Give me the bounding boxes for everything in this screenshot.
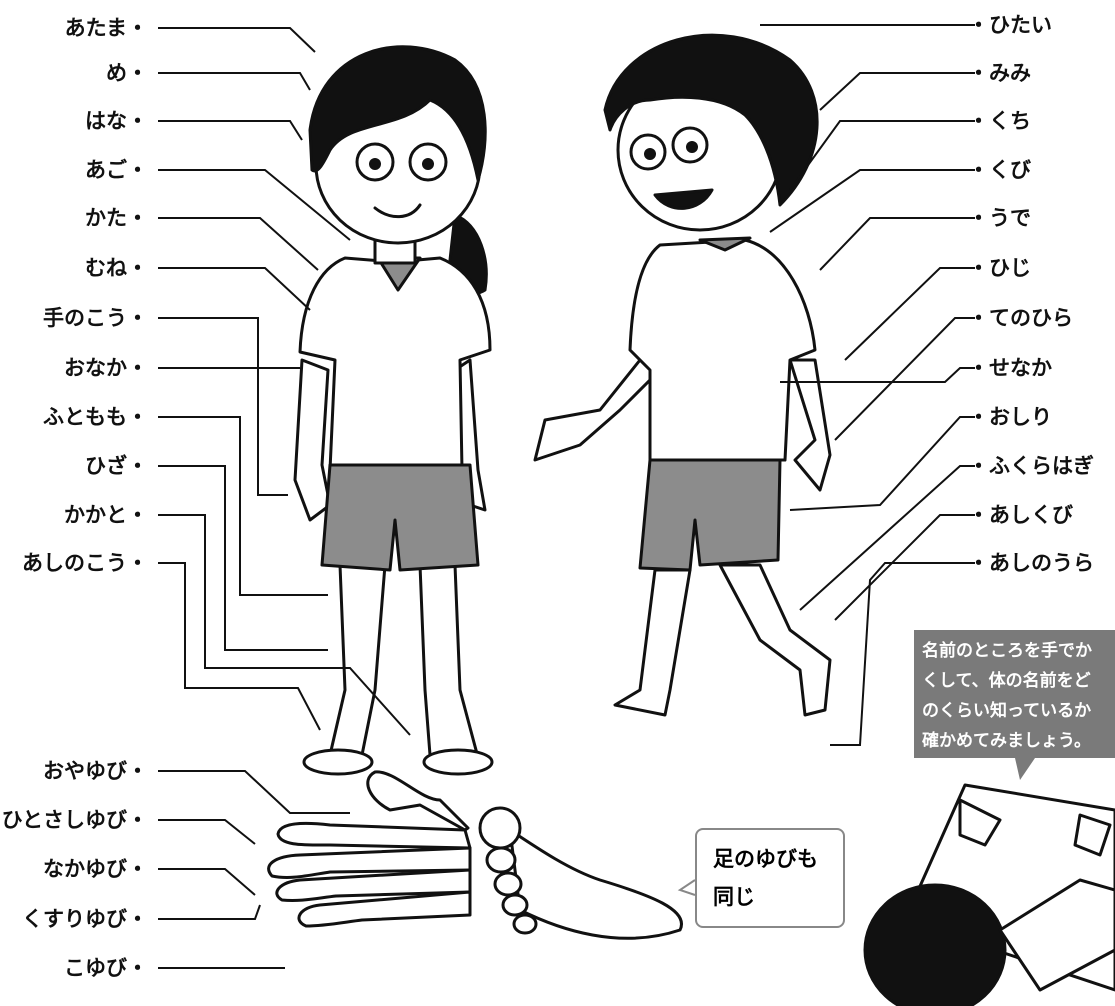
label-hiza: ひざ (85, 453, 148, 479)
right-leader-lines (760, 24, 975, 746)
label-ashi-no-ura: あしのうら (968, 550, 1094, 576)
label-hitosashiyubi: ひとさしゆび (2, 807, 148, 833)
label-fukurahagi: ふくらはぎ (968, 453, 1094, 479)
label-me: め (106, 60, 148, 86)
label-kuchi: くち (968, 108, 1031, 134)
label-te-no-kou: 手のこう (43, 305, 148, 331)
left-leader-lines (158, 27, 411, 736)
label-kata: かた (85, 205, 148, 231)
label-kubi: くび (968, 157, 1031, 183)
label-mune: むね (85, 255, 148, 281)
label-ago: あご (85, 157, 148, 183)
note-line: くして、体の名前をど (922, 671, 1091, 691)
child-studying-figure (863, 783, 1115, 1006)
label-hiji: ひじ (968, 255, 1031, 281)
label-onaka: おなか (64, 355, 148, 381)
label-mimi: みみ (968, 60, 1031, 86)
hand-figure (267, 770, 472, 928)
note-line: 名前のところを手でか (922, 641, 1092, 661)
foot-figure (478, 806, 684, 940)
note-line: 確かめてみましょう。 (922, 731, 1091, 751)
instruction-note: 名前のところを手でか くして、体の名前をど のくらい知っているか 確かめてみまし… (914, 630, 1115, 758)
label-nakayubi: なかゆび (43, 856, 148, 882)
label-oyayubi: おやゆび (43, 758, 148, 784)
label-atama: あたま (65, 15, 148, 41)
label-tenohira: てのひら (968, 305, 1073, 331)
boy-figure (533, 33, 832, 717)
bubble-line: 足のゆびも (713, 847, 818, 871)
label-hana: はな (85, 108, 148, 134)
label-kusuriyubi: くすりゆび (22, 906, 148, 932)
label-kakato: かかと (64, 502, 148, 528)
label-ashikubi: あしくび (968, 502, 1073, 528)
girl-figure (293, 45, 494, 776)
label-ude: うで (968, 205, 1031, 231)
toes-speech-bubble: 足のゆびも 同じ (695, 828, 845, 928)
label-hitai: ひたい (968, 12, 1052, 38)
label-oshiri: おしり (968, 404, 1052, 430)
label-koyubi: こゆび (64, 955, 148, 981)
label-ashi-no-kou: あしのこう (22, 550, 148, 576)
hand-leader-lines (158, 770, 350, 969)
label-futomomo: ふともも (43, 404, 148, 430)
label-senaka: せなか (968, 355, 1052, 381)
bubble-line: 同じ (713, 885, 755, 909)
note-line: のくらい知っているか (922, 701, 1092, 721)
